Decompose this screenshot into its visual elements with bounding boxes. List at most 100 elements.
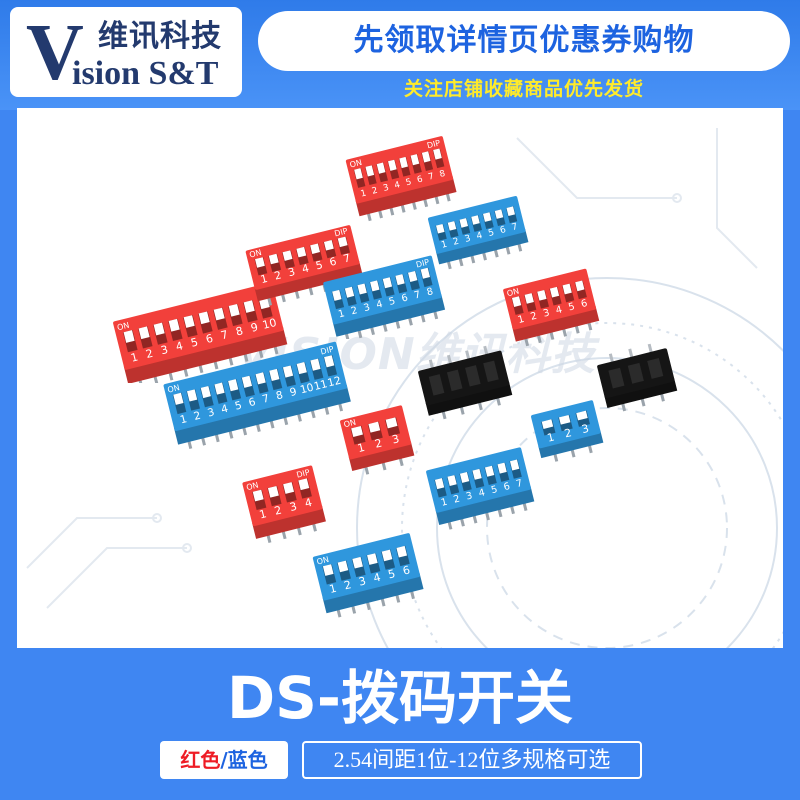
switch-toggle [367, 553, 378, 565]
switch-toggle [370, 280, 380, 292]
switch-toggle [255, 372, 266, 385]
switch-slot [465, 365, 481, 387]
switch-dip-label: DIP [295, 468, 310, 480]
switch-side [355, 176, 457, 217]
switch-on-label: ON [248, 248, 262, 260]
switch-number: 9 [250, 321, 260, 335]
switch-toggle [421, 151, 431, 163]
switch-on-label: ON [116, 321, 130, 333]
coupon-banner[interactable]: 先领取详情页优惠券购物 [258, 11, 790, 71]
switch-toggle [310, 243, 321, 254]
switch-toggle [283, 482, 295, 494]
switch-number: 12 [326, 375, 342, 390]
switch-number: 9 [289, 386, 298, 399]
switch-toggle [376, 162, 386, 174]
switch-number: 4 [555, 304, 564, 316]
switch-number: 6 [328, 255, 338, 269]
switch-number: 6 [247, 396, 257, 409]
switch-toggle [575, 280, 585, 292]
switch-number: 10 [299, 381, 315, 396]
tech-circle-decoration [26, 128, 783, 648]
switch-toggle [562, 283, 572, 295]
switch-slot [627, 362, 644, 384]
switch-number: 2 [371, 186, 379, 197]
switch-slot [446, 369, 463, 392]
logo-name-en: ision S&T [72, 55, 219, 92]
switch-toggle [123, 330, 135, 343]
switch-toggle [435, 223, 445, 234]
logo-letter: V [26, 9, 84, 97]
switch-number: 3 [464, 234, 472, 245]
switch-number: 4 [478, 487, 487, 499]
switch-toggle [537, 289, 547, 301]
switch-toggle [168, 318, 180, 332]
switch-number: 4 [303, 496, 313, 510]
switch-toggle [387, 159, 397, 171]
switch-toggle [337, 560, 349, 573]
switch-number: 3 [206, 406, 215, 419]
switch-toggle [434, 478, 445, 490]
switch-toggle [267, 485, 279, 498]
switch-toggle [484, 465, 495, 477]
switch-pin [446, 354, 453, 366]
switch-number: 5 [490, 484, 499, 496]
switch-number: 4 [476, 231, 484, 242]
switch-number: 6 [401, 563, 411, 577]
switch-side [332, 294, 446, 337]
switch-number: 6 [204, 332, 214, 346]
switch-toggle [365, 165, 375, 177]
switch-number: 3 [542, 307, 551, 319]
switch-toggle [472, 468, 482, 480]
follow-notice: 关注店铺收藏商品优先发货 [403, 78, 644, 100]
switch-number: 11 [313, 378, 329, 393]
switch-number: 5 [405, 177, 413, 188]
switch-slot [647, 358, 664, 379]
switch-toggle [459, 218, 469, 228]
switch-toggle [558, 414, 571, 425]
switch-number: 7 [342, 251, 352, 265]
switch-number: 7 [427, 172, 435, 183]
switch-body [503, 268, 596, 330]
switch-number: 1 [546, 430, 556, 444]
switch-number: 6 [400, 293, 409, 305]
switch-number: 10 [261, 316, 278, 332]
switch-number: 5 [388, 296, 397, 308]
header: V 维讯科技 ision S&T 先领取详情页优惠券购物 关注店铺收藏商品优先发… [0, 0, 800, 110]
switch-number: 2 [563, 426, 573, 440]
switch-on-label: ON [316, 555, 330, 567]
switch-toggle [482, 212, 492, 222]
switch-toggle [296, 362, 307, 375]
switch-number: 8 [235, 324, 245, 338]
switch-toggle [506, 206, 516, 216]
switch-toggle [410, 154, 420, 166]
color-red-label: 红色 [180, 748, 221, 772]
switch-number: 2 [452, 494, 461, 506]
switch-number: 1 [440, 240, 448, 251]
switch-toggle [471, 215, 480, 225]
switch-on-label: ON [506, 287, 520, 299]
switch-number: 3 [363, 302, 372, 314]
switch-number: 2 [452, 237, 460, 248]
color-options: 红色/蓝色 [160, 741, 288, 779]
switch-toggle [186, 389, 198, 402]
dip-switch-black-3 [597, 343, 678, 412]
switch-number: 4 [301, 262, 311, 276]
switch-number: 3 [159, 343, 169, 357]
switch-toggle [381, 549, 393, 562]
coupon-text: 先领取详情页优惠券购物 [353, 23, 695, 58]
switch-toggle [183, 315, 195, 328]
switch-number: 3 [391, 432, 401, 446]
color-blue-label: 蓝色 [227, 748, 268, 772]
switch-number: 1 [328, 582, 338, 596]
switch-toggle [382, 277, 393, 289]
switch-number: 1 [258, 507, 268, 521]
switch-toggle [252, 489, 264, 502]
switch-toggle [153, 322, 165, 336]
switch-side [123, 326, 288, 383]
switch-side [435, 229, 529, 265]
switch-side [254, 261, 363, 302]
